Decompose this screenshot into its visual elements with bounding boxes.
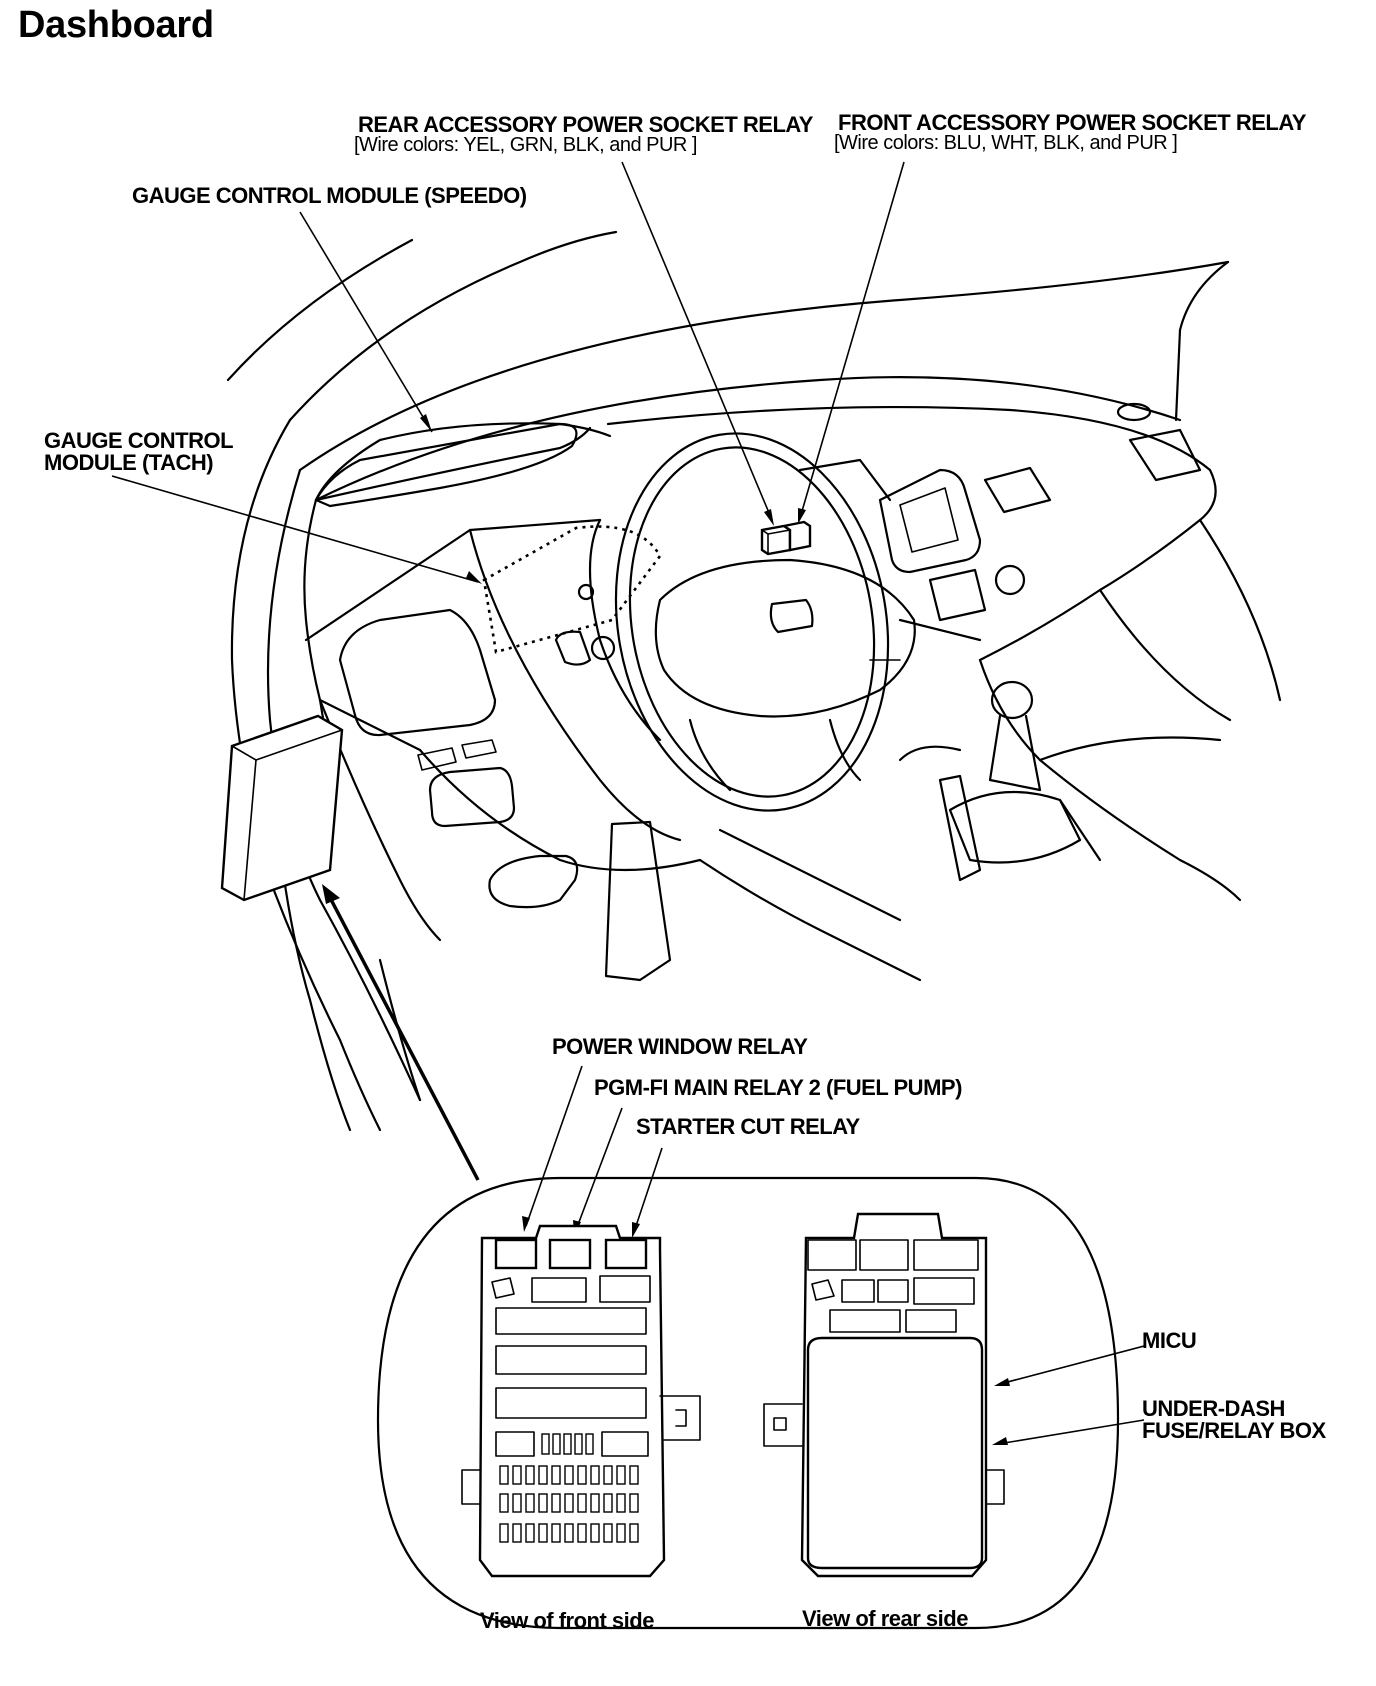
- mini-fuse: [590, 1465, 600, 1485]
- windshield-lines: [226, 230, 1230, 1132]
- mini-fuse: [499, 1465, 509, 1485]
- mini-fuse: [551, 1465, 561, 1485]
- mini-fuse: [499, 1493, 509, 1513]
- mini-fuse: [564, 1493, 574, 1513]
- fuse-box-rear-view: [763, 1212, 1005, 1578]
- mini-fuse: [525, 1523, 535, 1543]
- label-starter-cut-relay: STARTER CUT RELAY: [636, 1114, 860, 1139]
- mini-fuse: [541, 1433, 550, 1455]
- label-rear-socket-wire-colors: [Wire colors: YEL, GRN, BLK, and PUR ]: [354, 134, 697, 156]
- mini-fuse: [603, 1493, 613, 1513]
- mini-fuse: [525, 1493, 535, 1513]
- mini-fuse: [629, 1465, 639, 1485]
- mini-fuse: [538, 1523, 548, 1543]
- label-power-window-relay: POWER WINDOW RELAY: [552, 1034, 808, 1059]
- label-pgm-fi-main-relay: PGM-FI MAIN RELAY 2 (FUEL PUMP): [594, 1075, 962, 1100]
- mini-fuse: [552, 1433, 561, 1455]
- mini-fuse: [629, 1523, 639, 1543]
- mini-fuse: [585, 1433, 594, 1455]
- mini-fuse: [590, 1523, 600, 1543]
- caption-view-rear-side: View of rear side: [802, 1606, 968, 1631]
- caption-view-front-side: View of front side: [480, 1608, 654, 1633]
- mini-fuse: [616, 1523, 626, 1543]
- mini-fuse: [551, 1493, 561, 1513]
- mini-fuse: [563, 1433, 572, 1455]
- mini-fuse: [551, 1523, 561, 1543]
- label-gauge-control-speedo: GAUGE CONTROL MODULE (SPEEDO): [132, 183, 527, 208]
- mini-fuse: [538, 1493, 548, 1513]
- center-console: [798, 458, 1102, 882]
- label-gauge-control-tach-line1: GAUGE CONTROL: [44, 428, 234, 453]
- label-gauge-control-tach-line2: MODULE (TACH): [44, 450, 214, 475]
- mini-fuse: [512, 1465, 522, 1485]
- mini-fuse: [512, 1493, 522, 1513]
- inset-oval: [376, 1176, 1120, 1630]
- label-front-accessory-socket-relay: FRONT ACCESSORY POWER SOCKET RELAY: [838, 110, 1306, 135]
- mini-fuse: [616, 1465, 626, 1485]
- mini-fuse: [577, 1465, 587, 1485]
- label-rear-accessory-socket-relay: REAR ACCESSORY POWER SOCKET RELAY: [358, 112, 813, 137]
- fuse-box-front-view: [461, 1224, 701, 1578]
- steering-wheel: [554, 432, 916, 812]
- leader-lines: [111, 161, 1145, 1445]
- mini-fuse: [564, 1523, 574, 1543]
- mini-fuse: [590, 1493, 600, 1513]
- kick-panel-fuse-box: [220, 714, 344, 902]
- mini-fuse: [629, 1493, 639, 1513]
- page-title: Dashboard: [18, 4, 214, 46]
- mini-fuse: [512, 1523, 522, 1543]
- label-under-dash-line1: UNDER-DASH: [1142, 1396, 1285, 1421]
- dashboard-outline: [303, 402, 1282, 902]
- mini-fuse: [577, 1493, 587, 1513]
- mini-fuse: [603, 1523, 613, 1543]
- mini-fuse: [577, 1523, 587, 1543]
- accessory-relays: [760, 520, 812, 556]
- mini-fuse: [564, 1465, 574, 1485]
- tach-dotted-outline: [482, 525, 662, 654]
- label-front-socket-wire-colors: [Wire colors: BLU, WHT, BLK, and PUR ]: [834, 132, 1178, 154]
- label-micu: MICU: [1142, 1328, 1197, 1353]
- mini-fuse: [525, 1465, 535, 1485]
- label-under-dash-line2: FUSE/RELAY BOX: [1142, 1418, 1326, 1443]
- mini-fuse: [603, 1465, 613, 1485]
- speedo-hood: [314, 422, 578, 508]
- mini-fuse: [499, 1523, 509, 1543]
- mini-fuse: [538, 1465, 548, 1485]
- mini-fuse: [616, 1493, 626, 1513]
- pedals: [378, 820, 922, 1102]
- mini-fuse: [574, 1433, 583, 1455]
- mini-fuse-rows: [499, 1433, 639, 1543]
